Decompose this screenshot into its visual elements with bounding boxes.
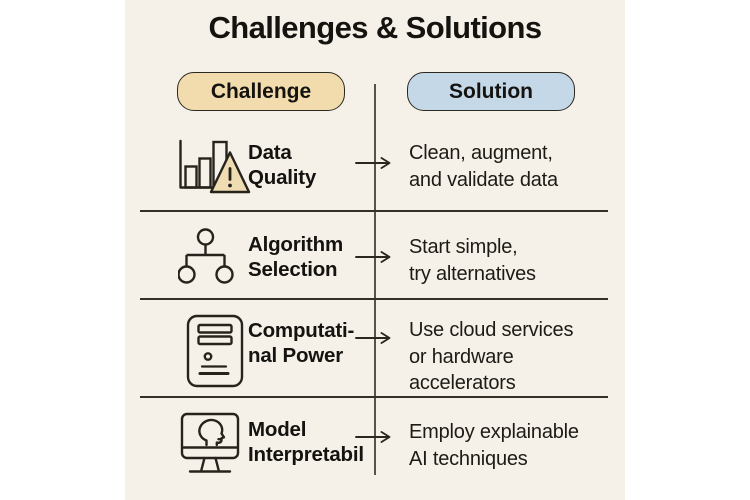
- computer-tower-icon: [186, 314, 244, 388]
- challenge-line: Selection: [248, 257, 338, 281]
- challenge-label: Model Interpretabil: [248, 418, 364, 467]
- arrow-right-icon: [355, 251, 391, 263]
- monitor-head-icon: [180, 412, 240, 473]
- solution-header-label: Solution: [449, 79, 533, 103]
- challenge-line: Model: [248, 418, 307, 441]
- solution-line: or hardware: [409, 345, 514, 368]
- challenge-line: Computati-: [248, 319, 355, 342]
- solution-column-header: Solution: [407, 72, 575, 111]
- solution-text: Start simple, try alternatives: [409, 234, 536, 287]
- bar-chart-warning-icon: [179, 139, 251, 194]
- challenge-line: nal Power: [248, 343, 344, 367]
- solution-line: Employ explainable: [409, 421, 579, 443]
- arrow-right-icon: [355, 157, 391, 169]
- solution-line: Start simple,: [409, 236, 518, 258]
- challenge-header-label: Challenge: [210, 79, 312, 103]
- arrow-right-icon: [355, 431, 391, 443]
- solution-text: Clean, augment, and validate data: [409, 140, 558, 193]
- solution-line: and validate data: [409, 168, 558, 191]
- arrow-right-icon: [355, 332, 391, 344]
- challenge-label: Data Quality: [248, 141, 316, 190]
- challenge-line: Algorithm: [248, 233, 343, 256]
- solution-line: Use cloud services: [409, 319, 574, 341]
- page-title: Challenges & Solutions: [208, 10, 542, 45]
- solution-line: accelerators: [409, 372, 516, 394]
- row-divider-3: [140, 396, 608, 398]
- challenges-solutions-diagram: Challenges & Solutions Challenge Solutio…: [125, 0, 625, 500]
- solution-text: Employ explainable AI techniques: [409, 419, 579, 472]
- row-divider-2: [140, 298, 608, 300]
- hierarchy-icon: [178, 228, 234, 284]
- solution-line: try alternatives: [409, 262, 536, 285]
- solution-line: AI techniques: [409, 447, 528, 470]
- solution-text: Use cloud services or hardware accelerat…: [409, 317, 573, 397]
- solution-line: Clean, augment,: [409, 142, 553, 164]
- challenge-line: Interpretabil: [248, 442, 364, 466]
- challenge-label: Computati- nal Power: [248, 319, 354, 368]
- row-divider-1: [140, 210, 608, 212]
- challenge-label: Algorithm Selection: [248, 233, 343, 282]
- challenge-line: Data: [248, 141, 292, 164]
- challenge-line: Quality: [248, 165, 317, 189]
- vertical-divider: [374, 84, 377, 475]
- challenge-column-header: Challenge: [177, 72, 345, 111]
